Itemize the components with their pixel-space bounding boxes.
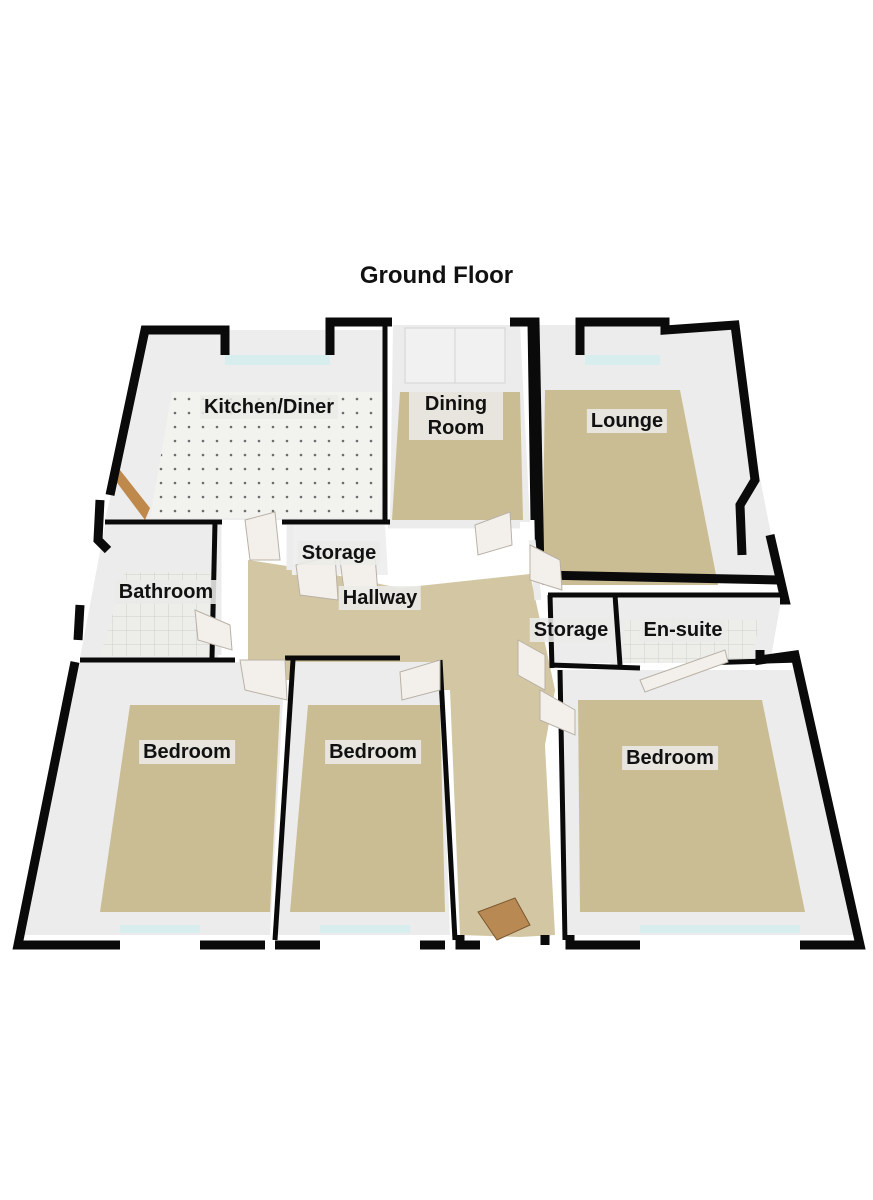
- storage-left-label: Storage: [297, 541, 381, 565]
- dining-room-label: Dining Room: [409, 392, 503, 440]
- bedroom-left-label: Bedroom: [139, 740, 235, 764]
- bedroom-middle-room: [275, 662, 450, 935]
- storage-right-label: Storage: [529, 618, 613, 642]
- floor-title: Ground Floor: [359, 262, 514, 289]
- bedroom-left-room: [22, 662, 285, 935]
- kitchen-diner-room: [105, 330, 385, 520]
- outer-walls: [12, 317, 866, 950]
- lounge-room: [535, 325, 780, 585]
- lounge-label: Lounge: [586, 409, 668, 433]
- hallway-floor: [248, 560, 555, 937]
- bedroom-middle-label: Bedroom: [325, 740, 421, 764]
- en-suite-label: En-suite: [639, 618, 727, 642]
- bathroom-label: Bathroom: [114, 580, 218, 604]
- bedroom-right-label: Bedroom: [622, 746, 718, 770]
- front-door: [477, 897, 531, 941]
- hallway-label: Hallway: [338, 586, 422, 610]
- kitchen-diner-label: Kitchen/Diner: [199, 395, 339, 419]
